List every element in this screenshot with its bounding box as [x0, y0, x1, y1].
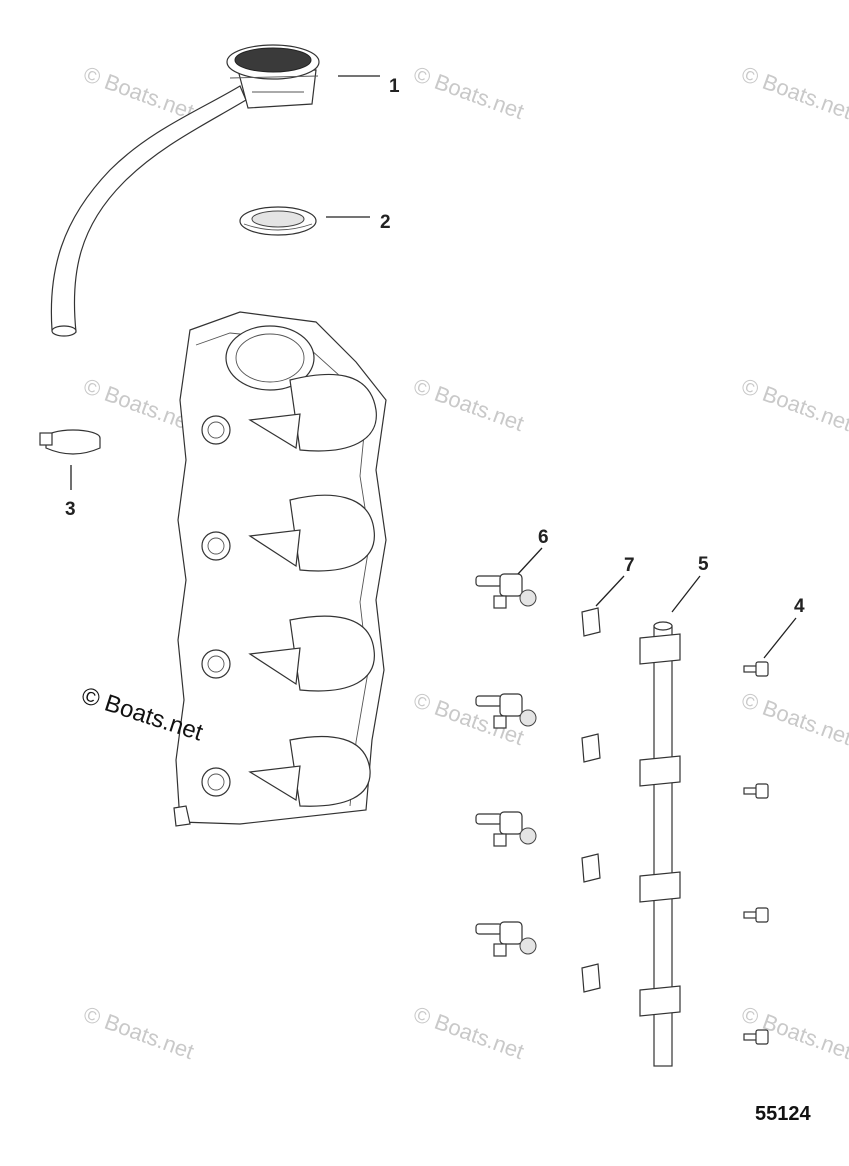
watermark: © Boats.net — [738, 687, 849, 750]
screw[interactable] — [743, 783, 769, 799]
watermark: © Boats.net — [738, 373, 849, 436]
clip[interactable] — [581, 733, 601, 763]
runner — [201, 373, 377, 452]
watermark: © Boats.net — [80, 373, 197, 436]
part-7-clips[interactable] — [581, 607, 601, 993]
part-3-clamp[interactable] — [39, 429, 101, 455]
watermark: © Boats.net — [410, 1001, 527, 1064]
runner — [201, 494, 375, 572]
part-4-screws[interactable] — [743, 661, 769, 1045]
watermark: © Boats.net — [738, 61, 849, 124]
document-number: 55124 — [755, 1103, 811, 1125]
part-1-hose-assembly[interactable] — [50, 44, 320, 337]
injector[interactable] — [475, 693, 537, 729]
clip[interactable] — [581, 963, 601, 993]
screw[interactable] — [743, 661, 769, 677]
part-6-injectors[interactable] — [475, 573, 537, 957]
clip[interactable] — [581, 853, 601, 883]
watermark: © Boats.net — [80, 61, 197, 124]
callout-7[interactable]: 7 — [624, 555, 635, 576]
part-2-screen[interactable] — [239, 206, 317, 236]
watermark: © Boats.net — [410, 61, 527, 124]
injector[interactable] — [475, 573, 537, 609]
callout-2[interactable]: 2 — [380, 212, 391, 233]
clip[interactable] — [581, 607, 601, 637]
watermark: © Boats.net — [80, 1001, 197, 1064]
runner — [201, 735, 371, 807]
injector[interactable] — [475, 811, 537, 847]
callout-3[interactable]: 3 — [65, 499, 76, 520]
callouts: 1 2 3 4 5 6 7 — [65, 76, 805, 617]
callout-4[interactable]: 4 — [794, 596, 805, 617]
injector[interactable] — [475, 921, 537, 957]
screw[interactable] — [743, 1029, 769, 1045]
watermark: © Boats.net — [410, 373, 527, 436]
leader-lines — [70, 75, 797, 659]
callout-5[interactable]: 5 — [698, 554, 709, 575]
intake-manifold — [173, 311, 387, 827]
part-5-fuel-rail[interactable] — [639, 621, 681, 1067]
callout-1[interactable]: 1 — [389, 76, 400, 97]
callout-6[interactable]: 6 — [538, 527, 549, 548]
watermark: © Boats.net — [738, 1001, 849, 1064]
runner — [201, 615, 375, 692]
screw[interactable] — [743, 907, 769, 923]
